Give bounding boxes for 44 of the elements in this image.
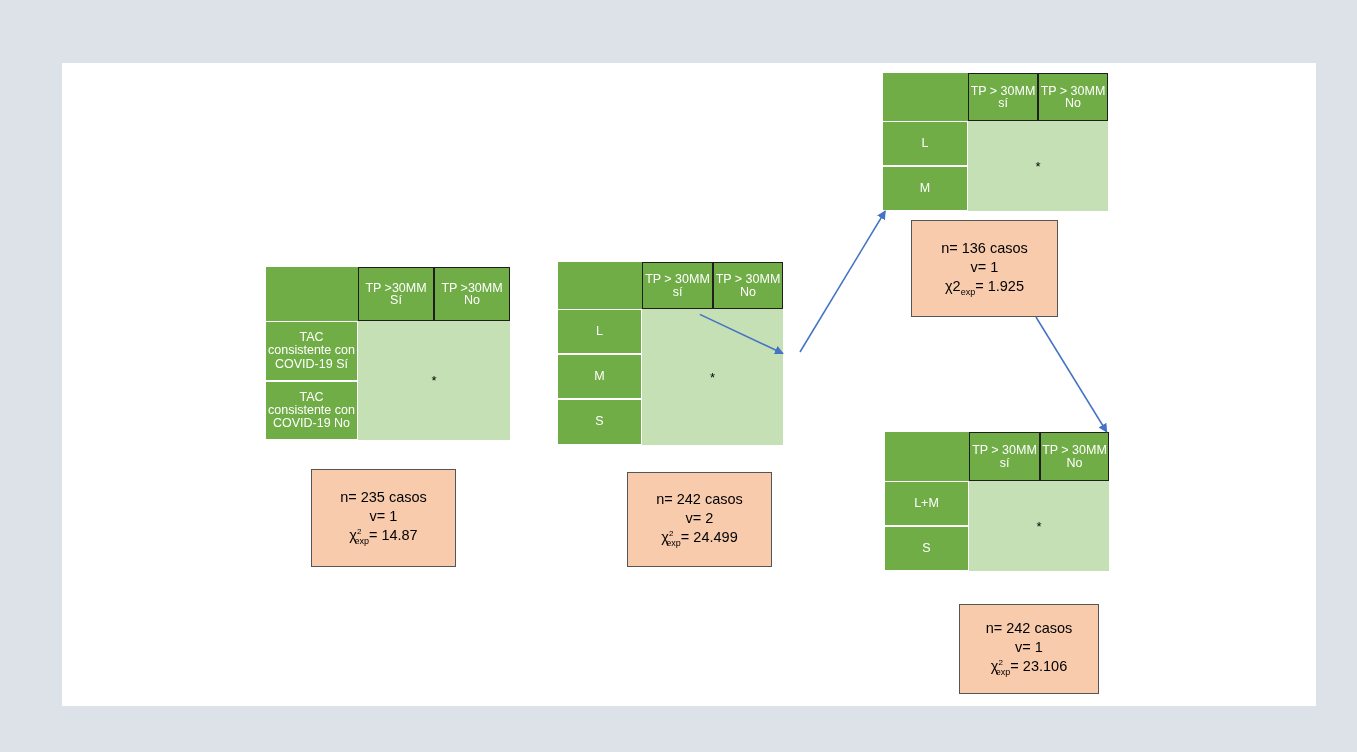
result-text: v= 1 (369, 507, 398, 526)
column-header: TP > 30MM sí (969, 432, 1040, 481)
column-header: TP > 30MM sí (642, 262, 713, 309)
contingency-table (558, 262, 783, 445)
contingency-table (266, 267, 510, 440)
result-text: n= 242 casos (656, 489, 743, 509)
result-text: v= 2 (685, 508, 714, 528)
arrow (1035, 316, 1108, 433)
result-text: n= 235 casos (340, 488, 427, 508)
arrow (699, 313, 784, 355)
result-text: v= 1 (1015, 638, 1043, 657)
result-text: χ$^{2}$$_{exp}$= 24.499 (661, 527, 738, 550)
result-text: n= 242 casos (985, 619, 1073, 639)
column-header: TP > 30MM sí (968, 73, 1038, 121)
row-header: TAC consistente con COVID-19 No (266, 381, 358, 440)
data-cell: * (969, 481, 1109, 571)
result-text: v= 1 (970, 257, 999, 277)
row-header: L (558, 309, 642, 354)
arrow (799, 210, 886, 353)
column-header: TP >30MM Sí (358, 267, 434, 321)
row-header: M (883, 166, 968, 211)
row-header: L+M (885, 481, 969, 526)
result-box (311, 469, 456, 567)
contingency-table (885, 432, 1109, 571)
data-cell: * (358, 321, 510, 440)
contingency-table (883, 73, 1108, 211)
row-header: L (883, 121, 968, 166)
result-text: n= 136 casos (941, 238, 1028, 258)
result-text: χ$^{2}$$_{exp}$= 23.106 (990, 657, 1068, 679)
row-header: TAC consistente con COVID-19 Sí (266, 321, 358, 381)
result-text: χ2$_{exp}$= 1.925 (945, 276, 1024, 299)
data-cell: * (968, 121, 1108, 211)
row-header: M (558, 354, 642, 399)
result-text: χ$^{2}$$_{exp}$= 14.87 (349, 526, 418, 548)
row-header: S (885, 526, 969, 571)
column-header: TP > 30MM No (713, 262, 783, 309)
data-cell: * (642, 309, 783, 445)
column-header: TP > 30MM No (1038, 73, 1108, 121)
column-header: TP > 30MM No (1040, 432, 1109, 481)
row-header: S (558, 399, 642, 445)
column-header: TP >30MM No (434, 267, 510, 321)
result-box (959, 604, 1099, 694)
result-box (911, 220, 1058, 317)
result-box (627, 472, 772, 567)
